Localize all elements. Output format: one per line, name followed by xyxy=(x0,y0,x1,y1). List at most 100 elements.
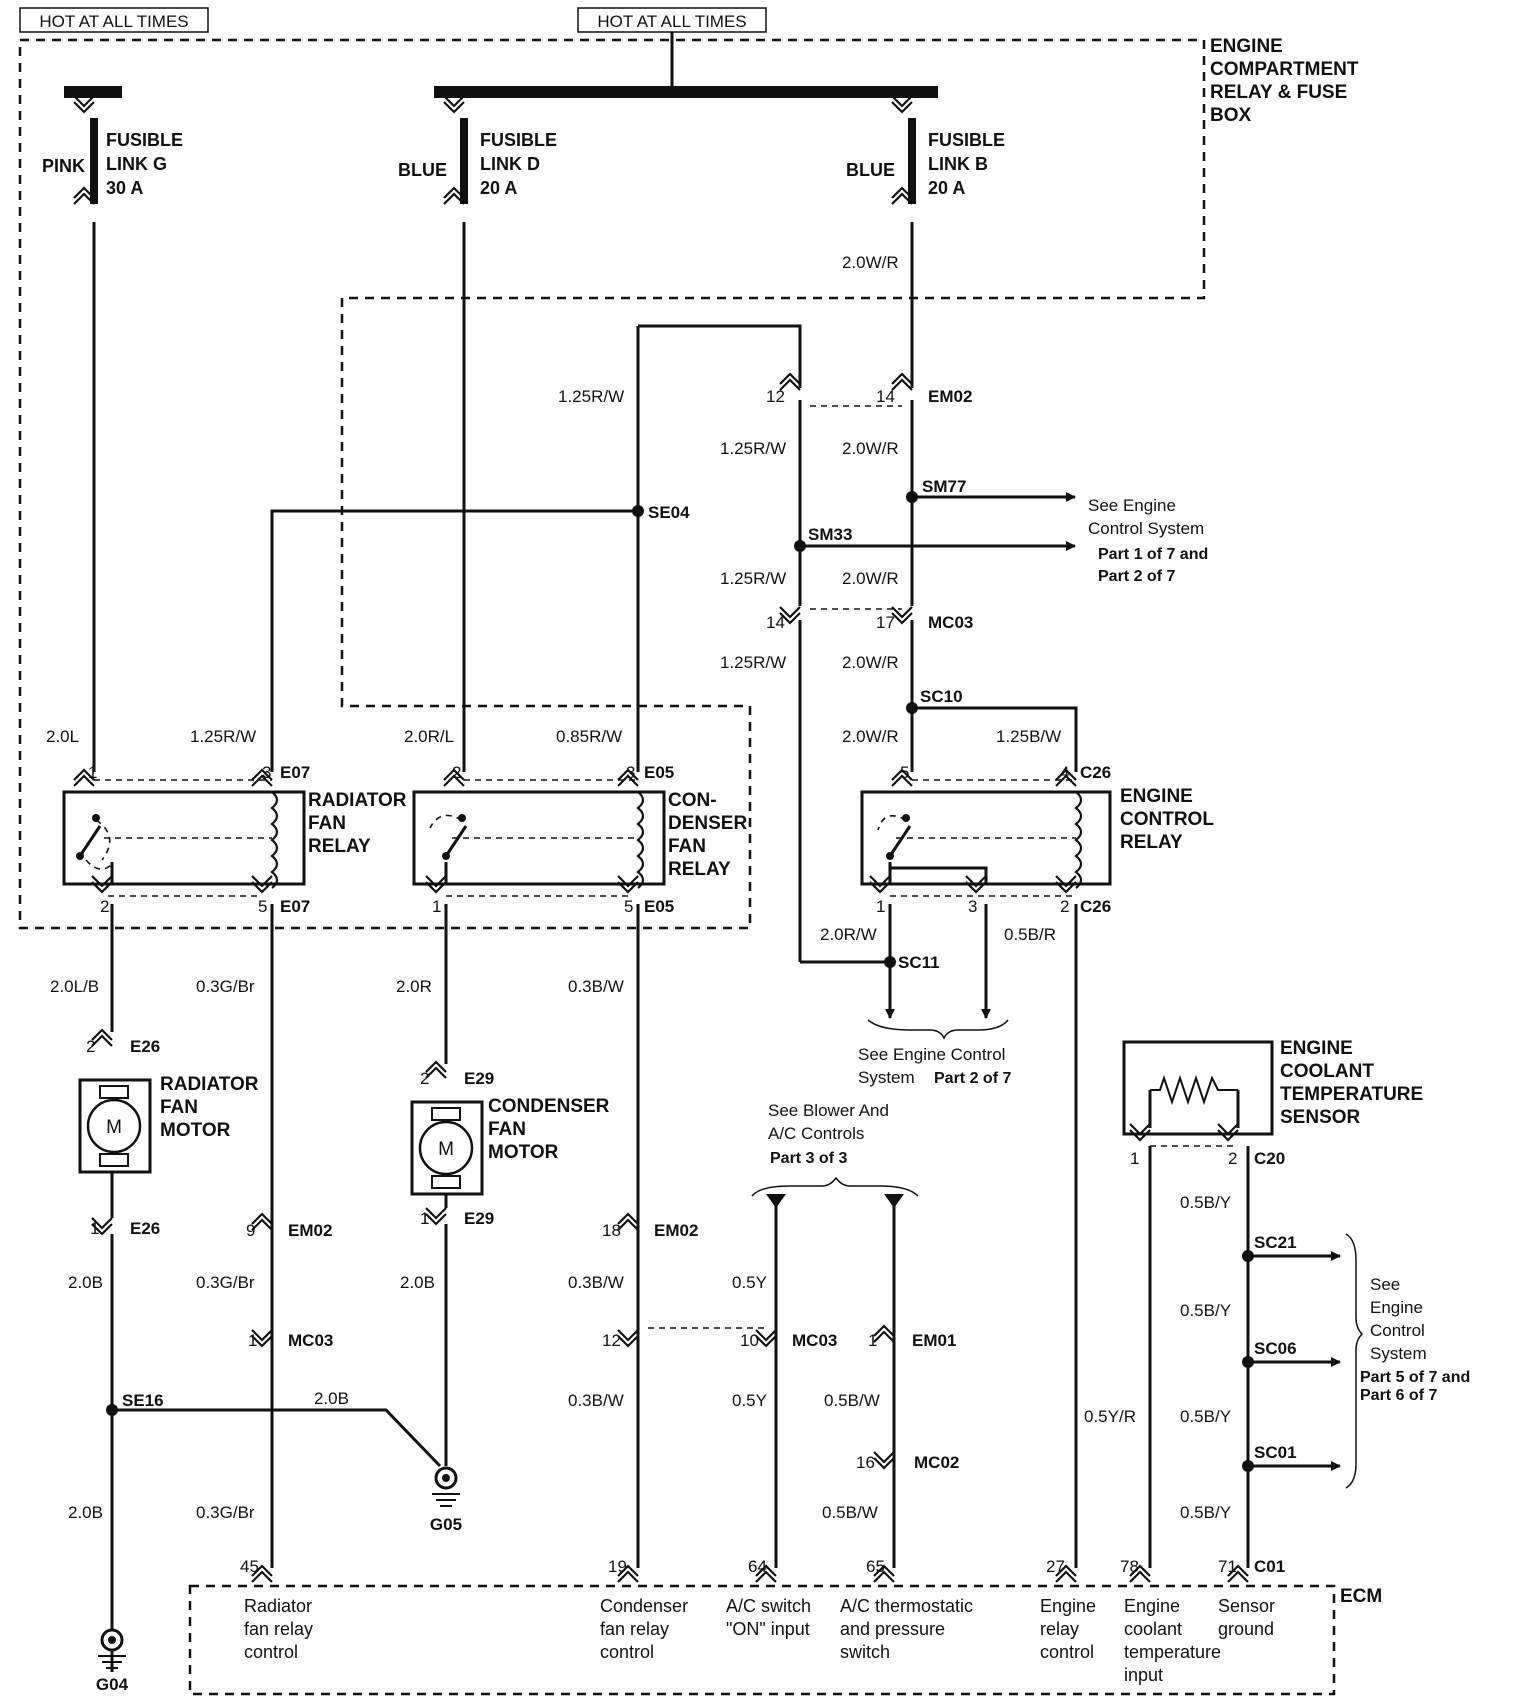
svg-text:input: input xyxy=(1124,1665,1163,1685)
svg-text:0.5B/Y: 0.5B/Y xyxy=(1180,1407,1231,1426)
se16-label: SE16 xyxy=(122,1391,164,1410)
fuse-box-title: ENGINE COMPARTMENT RELAY & FUSE BOX xyxy=(1210,36,1359,126)
svg-text:2: 2 xyxy=(452,763,461,782)
svg-text:SENSOR: SENSOR xyxy=(1280,1107,1361,1128)
svg-text:3: 3 xyxy=(968,897,977,916)
condenser-fan-motor: M CONDENSER FAN MOTOR xyxy=(410,1096,610,1196)
svg-text:FUSIBLE: FUSIBLE xyxy=(106,130,183,150)
svg-text:16: 16 xyxy=(856,1453,875,1472)
svg-text:Part 1 of 7 and: Part 1 of 7 and xyxy=(1098,546,1208,563)
svg-text:1: 1 xyxy=(876,897,885,916)
svg-text:1.25R/W: 1.25R/W xyxy=(720,439,786,458)
svg-text:control: control xyxy=(1040,1642,1094,1662)
svg-text:temperature: temperature xyxy=(1124,1642,1221,1662)
svg-text:G04: G04 xyxy=(96,1675,129,1694)
svg-text:Part 3 of 3: Part 3 of 3 xyxy=(770,1150,847,1167)
svg-text:DENSER: DENSER xyxy=(668,813,747,834)
svg-text:BLUE: BLUE xyxy=(398,160,447,180)
svg-text:Condenser: Condenser xyxy=(600,1596,688,1616)
svg-text:3: 3 xyxy=(626,763,635,782)
svg-text:control: control xyxy=(600,1642,654,1662)
svg-text:Part 2 of 7: Part 2 of 7 xyxy=(934,1070,1011,1087)
svg-text:0.5B/Y: 0.5B/Y xyxy=(1180,1193,1231,1212)
sm33-label: SM33 xyxy=(808,525,852,544)
ground-g05-icon: G05 xyxy=(430,1466,462,1534)
svg-text:5: 5 xyxy=(624,897,633,916)
svg-text:ENGINE: ENGINE xyxy=(1280,1038,1353,1059)
radiator-fan-motor: M RADIATOR FAN MOTOR xyxy=(78,1074,259,1174)
svg-text:COOLANT: COOLANT xyxy=(1280,1061,1374,1082)
svg-text:Engine: Engine xyxy=(1040,1596,1096,1616)
svg-text:5: 5 xyxy=(900,763,909,782)
svg-text:E07: E07 xyxy=(280,763,310,782)
svg-text:ground: ground xyxy=(1218,1619,1274,1639)
se04-label: SE04 xyxy=(648,503,690,522)
svg-text:FAN: FAN xyxy=(488,1119,526,1140)
svg-text:A/C thermostatic: A/C thermostatic xyxy=(840,1596,973,1616)
svg-text:0.5Y: 0.5Y xyxy=(732,1391,767,1410)
svg-text:LINK D: LINK D xyxy=(480,154,540,174)
svg-text:0.5B/Y: 0.5B/Y xyxy=(1180,1503,1231,1522)
svg-text:See Blower And: See Blower And xyxy=(768,1101,889,1120)
svg-text:See: See xyxy=(1370,1275,1400,1294)
svg-text:ENGINE: ENGINE xyxy=(1120,786,1193,807)
svg-text:EM02: EM02 xyxy=(654,1221,698,1240)
svg-text:0.3G/Br: 0.3G/Br xyxy=(196,977,255,996)
svg-text:2: 2 xyxy=(1228,1149,1237,1168)
svg-text:1: 1 xyxy=(868,1331,877,1350)
svg-text:2.0W/R: 2.0W/R xyxy=(842,727,899,746)
svg-text:20 A: 20 A xyxy=(480,178,517,198)
svg-text:MC03: MC03 xyxy=(928,613,973,632)
svg-text:PINK: PINK xyxy=(42,156,85,176)
hot-at-all-times-center: HOT AT ALL TIMES xyxy=(577,7,767,33)
svg-text:10: 10 xyxy=(740,1331,759,1350)
svg-text:E07: E07 xyxy=(280,897,310,916)
svg-text:65: 65 xyxy=(866,1557,885,1576)
svg-text:1.25B/W: 1.25B/W xyxy=(996,727,1061,746)
svg-text:A/C switch: A/C switch xyxy=(726,1596,811,1616)
svg-text:19: 19 xyxy=(608,1557,627,1576)
svg-text:4: 4 xyxy=(1060,763,1069,782)
svg-text:0.5B/W: 0.5B/W xyxy=(824,1391,880,1410)
svg-text:MOTOR: MOTOR xyxy=(160,1120,231,1141)
svg-text:RELAY & FUSE: RELAY & FUSE xyxy=(1210,82,1347,103)
svg-text:C26: C26 xyxy=(1080,763,1111,782)
svg-text:2.0W/R: 2.0W/R xyxy=(842,653,899,672)
connector-em02-top: 12 14 EM02 xyxy=(766,372,972,407)
svg-text:2.0R: 2.0R xyxy=(396,977,432,996)
svg-text:Part 6 of 7: Part 6 of 7 xyxy=(1360,1387,1437,1404)
svg-text:1: 1 xyxy=(420,1209,429,1228)
svg-text:FAN: FAN xyxy=(668,836,706,857)
svg-text:CONDENSER: CONDENSER xyxy=(488,1096,610,1117)
svg-text:EM02: EM02 xyxy=(928,387,972,406)
svg-text:E05: E05 xyxy=(644,763,674,782)
splice-sc11 xyxy=(884,956,896,968)
svg-text:and pressure: and pressure xyxy=(840,1619,945,1639)
svg-text:Engine: Engine xyxy=(1370,1298,1423,1317)
svg-text:12: 12 xyxy=(766,387,785,406)
svg-text:71: 71 xyxy=(1218,1557,1237,1576)
svg-text:5: 5 xyxy=(258,897,267,916)
svg-text:MC02: MC02 xyxy=(914,1453,959,1472)
svg-text:1: 1 xyxy=(1130,1149,1139,1168)
svg-text:Part 5 of 7 and: Part 5 of 7 and xyxy=(1360,1369,1470,1386)
svg-text:switch: switch xyxy=(840,1642,890,1662)
svg-text:2.0W/R: 2.0W/R xyxy=(842,439,899,458)
splice-se04 xyxy=(632,505,644,517)
svg-text:CON-: CON- xyxy=(668,790,717,811)
svg-text:0.5B/R: 0.5B/R xyxy=(1004,925,1056,944)
svg-text:ECM: ECM xyxy=(1340,1586,1382,1607)
svg-text:2.0B: 2.0B xyxy=(68,1503,103,1522)
sm77-label: SM77 xyxy=(922,477,966,496)
svg-text:1.25R/W: 1.25R/W xyxy=(190,727,256,746)
svg-text:relay: relay xyxy=(1040,1619,1079,1639)
svg-text:HOT AT ALL TIMES: HOT AT ALL TIMES xyxy=(597,12,746,31)
svg-text:17: 17 xyxy=(876,613,895,632)
svg-text:HOT AT ALL TIMES: HOT AT ALL TIMES xyxy=(39,12,188,31)
svg-text:MC03: MC03 xyxy=(792,1331,837,1350)
svg-text:0.5B/W: 0.5B/W xyxy=(822,1503,878,1522)
svg-text:System: System xyxy=(858,1068,915,1087)
svg-text:30 A: 30 A xyxy=(106,178,143,198)
svg-text:COMPARTMENT: COMPARTMENT xyxy=(1210,59,1359,80)
